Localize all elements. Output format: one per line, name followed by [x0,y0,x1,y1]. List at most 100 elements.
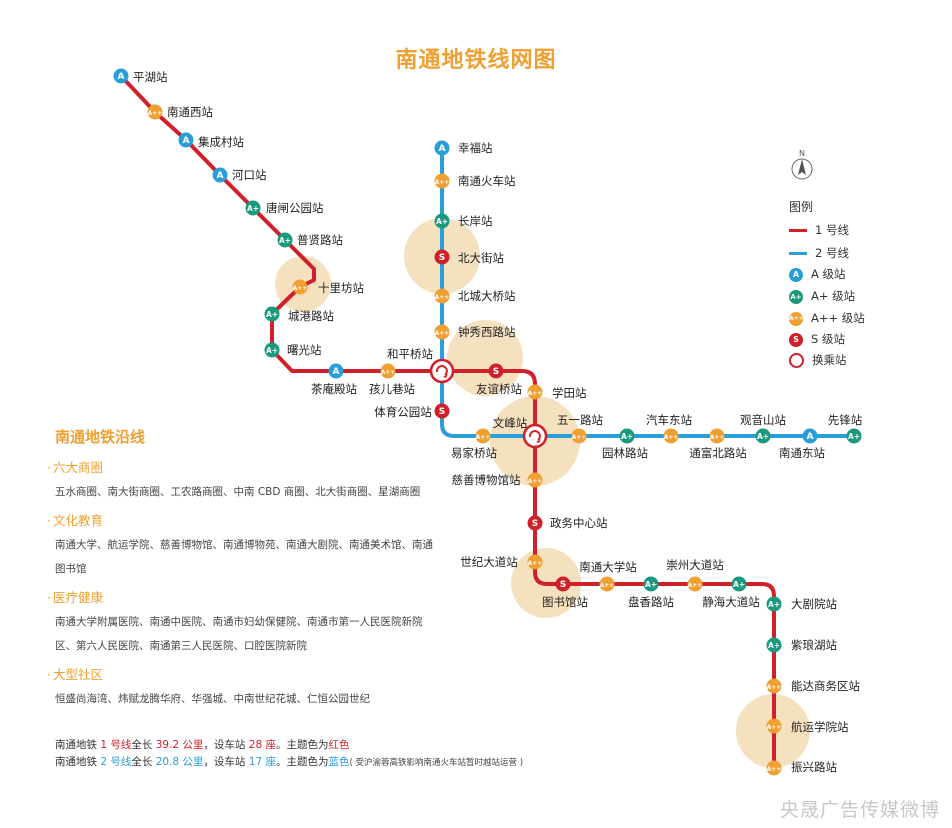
watermark: 央晟广告传媒微博 [779,799,940,821]
station-grade-label: S [532,519,538,529]
station-marker [619,428,635,444]
legend-label: A+ 级站 [811,289,856,303]
station-marker [571,428,587,444]
station-grade-label: A [807,432,814,442]
station-label: 振兴路站 [791,760,837,774]
station-label: 园林路站 [602,446,648,460]
station-label: 世纪大道站 [460,555,518,569]
station-label: 集成村站 [198,135,244,149]
station-grade-label: S [439,407,445,417]
legend-grade-icon: A++ [789,311,804,326]
category-items: 恒盛尚海湾、炜赋龙腾华府、华强城、中南世纪花城、仁恒公园世纪 [55,693,370,705]
station-label: 南通东站 [779,446,825,460]
station-marker [147,104,163,120]
station-label: 通富北路站 [689,446,747,460]
station-grade-label: S [439,253,445,263]
line-2-track [440,148,855,438]
station-grade-label: A [217,171,224,181]
station-marker [178,132,194,148]
station-label: 学田站 [552,386,587,400]
station-grade-label: A++ [293,285,308,292]
station-marker [527,515,543,531]
legend-label: 2 号线 [815,246,849,260]
station-grade-label: A [183,136,190,146]
station-marker [731,576,747,592]
station-grade-label: A++ [476,434,491,441]
station-marker [488,363,504,379]
station-grade-label: A++ [710,434,725,441]
north-arrow-icon: N [788,148,816,182]
station-grade-label: A++ [435,294,450,301]
station-label: 幸福站 [458,141,493,155]
station-marker [434,173,450,189]
station-label: 汽车东站 [646,413,692,427]
legend-label: S 级站 [811,332,845,346]
station-grade-label: S [560,580,566,590]
station-halo [447,320,523,396]
transfer-icon [789,353,804,368]
station-label: 先锋站 [828,413,863,427]
station-grade-label: A [439,144,446,154]
station-marker [328,363,344,379]
station-grade-label: A++ [767,684,782,691]
station-marker [527,472,543,488]
station-label: 体育公园站 [374,405,432,419]
station-labels: 平湖站南通西站集成村站河口站唐闸公园站普贤路站十里坊站城港路站曙光站茶庵殿站孩儿… [133,70,863,774]
footnote-line2: 南通地铁 2 号线全长 20.8 公里，设车站 17 座。主题色为蓝色( 受沪渝… [55,756,524,768]
category-items: 南通大学、航运学院、慈善博物馆、南通博物苑、南通大剧院、南通美术馆、南通图书馆 [55,539,433,575]
legend-item: A+ A+ 级站 [789,288,855,304]
station-label: 慈善博物馆站 [452,473,521,487]
station-marker [434,140,450,156]
category-items: 五水商圈、南大街商圈、工农路商圈、中南 CBD 商圈、北大街商圈、星湖商圈 [55,486,421,498]
station-marker [599,576,615,592]
station-grade-label: A+ [757,432,769,441]
station-grade-label: A+ [848,432,860,441]
station-grade-label: S [493,367,499,377]
station-marker [663,428,679,444]
station-marker [687,576,703,592]
station-label: 曙光站 [287,343,322,357]
station-marker [846,428,862,444]
legend-line-swatch [789,229,807,232]
station-grade-label: A+ [621,432,633,441]
station-label: 南通大学站 [579,560,637,574]
station-label: 图书馆站 [542,595,588,609]
station-marker [802,428,818,444]
station-label: 平湖站 [133,70,168,84]
station-grade-label: A++ [767,766,782,773]
station-marker [766,718,782,734]
station-marker [527,384,543,400]
station-label: 文峰站 [493,416,528,430]
station-label: 和平桥站 [387,347,433,361]
station-marker [277,232,293,248]
station-marker [292,279,308,295]
station-grade-label: A++ [528,478,543,485]
station-label: 普贤路站 [297,233,343,247]
category-items: 南通大学附属医院、南通中医院、南通市妇幼保健院、南通市第一人民医院新院区、第六人… [55,616,423,652]
transfer-arrow [528,430,541,441]
station-grade-label: A+ [768,600,780,609]
station-marker [434,213,450,229]
station-marker [709,428,725,444]
station-label: 观音山站 [740,413,786,427]
station-label: 十里坊站 [318,281,364,295]
station-marker [527,554,543,570]
legend-grade-icon: A+ [789,289,803,304]
info-heading: 南通地铁沿线 [55,428,146,446]
station-label: 友谊桥站 [476,382,522,396]
north-label: N [799,149,805,158]
station-marker [380,363,396,379]
station-marker [434,324,450,340]
legend-title: 图例 [789,200,814,214]
station-marker [434,249,450,265]
category-title: ·医疗健康 [47,590,103,605]
station-grade-label: A++ [767,724,782,731]
station-marker [264,306,280,322]
legend-label: 换乘站 [812,353,847,367]
station-label: 唐闸公园站 [266,201,324,215]
legend-line-swatch [789,252,807,255]
station-label: 五一路站 [557,413,603,427]
station-marker [264,342,280,358]
station-label: 南通火车站 [458,174,516,188]
